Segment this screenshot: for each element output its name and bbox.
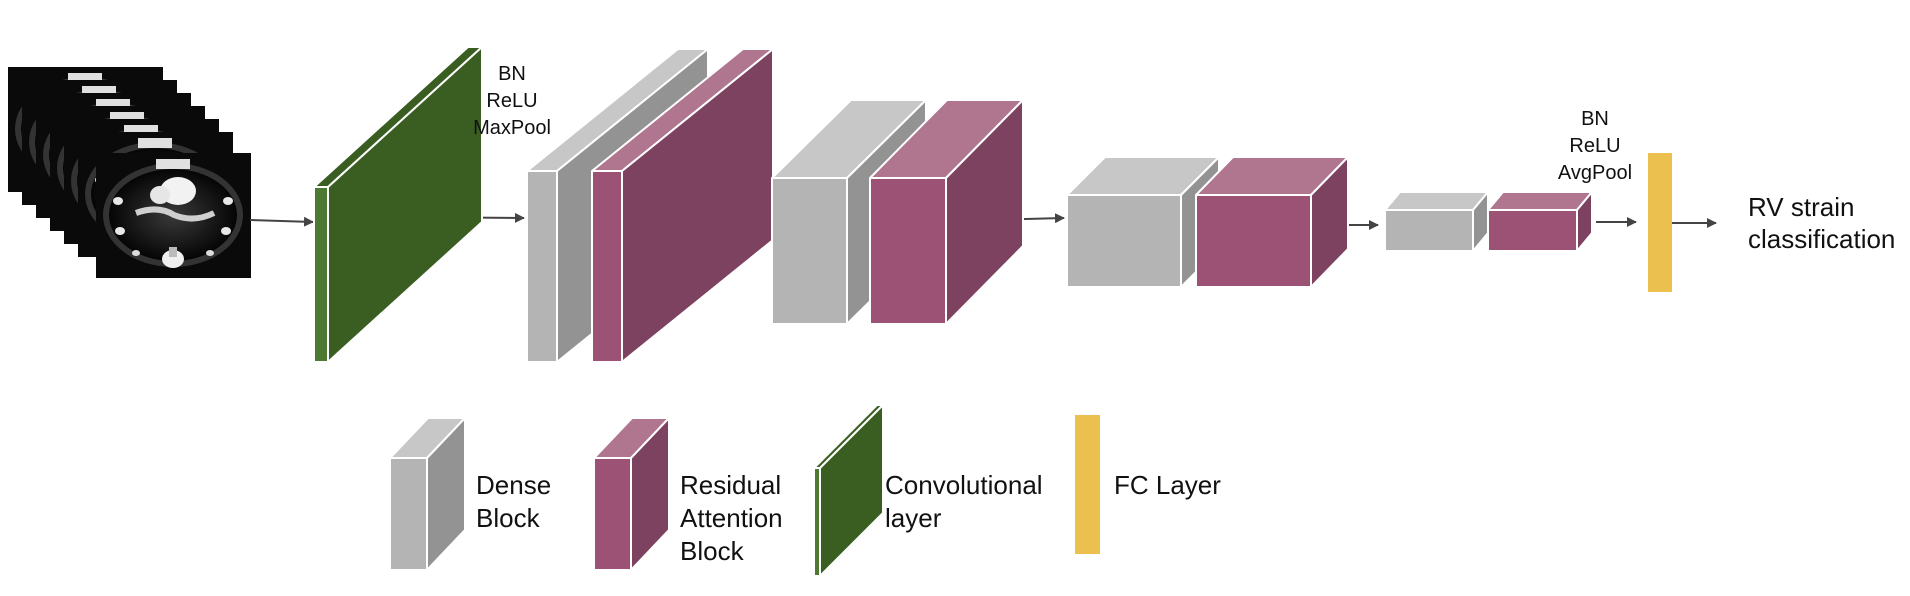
legend-residual-icon: [593, 417, 670, 571]
legend-dense-icon: [389, 417, 466, 571]
legend-labels: Dense Block Residual Attention Block Con…: [476, 470, 1221, 566]
legend-conv-icon: [813, 404, 884, 577]
legend-conv-label-1: Convolutional: [885, 470, 1043, 500]
residual-block-3-front-face: [1195, 194, 1312, 288]
residual-block-1: [591, 48, 774, 363]
arrow-input-to-conv: [249, 216, 314, 227]
conv-layer-block-front-face: [313, 186, 329, 363]
residual-block-2-front-face: [869, 177, 947, 325]
legend-fc-icon: [1075, 415, 1100, 554]
output-label-line-1: RV strain: [1748, 192, 1854, 222]
residual-block-1-front-face: [591, 170, 623, 363]
fc-layer-bar: [1648, 153, 1672, 292]
conv-layer-block: [313, 46, 483, 363]
legend-fc-label: FC Layer: [1114, 470, 1221, 500]
legend-dense-label-1: Dense: [476, 470, 551, 500]
residual-block-4: [1487, 191, 1593, 252]
legend-residual-label-3: Block: [680, 536, 745, 566]
ops-maxpool-label: MaxPool: [473, 117, 551, 139]
dense-block-4-top-face: [1384, 191, 1489, 211]
legend-residual-label-2: Attention: [680, 503, 783, 533]
ops-label-first: BN ReLU MaxPool: [473, 63, 551, 139]
residual-block-4-front-face: [1487, 209, 1578, 252]
ops-avgpool-label: AvgPool: [1558, 162, 1632, 184]
output-label-line-2: classification: [1748, 224, 1895, 254]
dense-block-2-front-face: [771, 177, 848, 325]
ops-bn-label-2: BN: [1581, 108, 1609, 130]
ops-relu-label-2: ReLU: [1569, 135, 1620, 157]
dense-block-4-front-face: [1384, 209, 1474, 252]
residual-block-3: [1195, 156, 1349, 288]
legend-dense-label-2: Block: [476, 503, 541, 533]
legend-dense-icon-front-face: [389, 457, 428, 571]
output-label: RV strain classification: [1748, 192, 1895, 254]
legend: [389, 404, 1100, 577]
residual-block-2: [869, 99, 1024, 325]
ops-bn-label: BN: [498, 63, 526, 85]
network-blocks: [313, 46, 1672, 363]
ops-relu-label: ReLU: [486, 90, 537, 112]
legend-conv-icon-front-face: [813, 467, 821, 577]
legend-conv-label-2: layer: [885, 503, 942, 533]
input-ct-stack: [8, 67, 251, 278]
dense-block-3-front-face: [1066, 194, 1182, 288]
residual-block-4-top-face: [1487, 191, 1593, 211]
ct-slice-front: [96, 153, 251, 278]
dense-block-1-front-face: [526, 170, 558, 363]
conv-layer-block-side-face: [327, 46, 483, 363]
ops-label-second: BN ReLU AvgPool: [1558, 108, 1632, 184]
dense-block-4: [1384, 191, 1489, 252]
legend-residual-icon-front-face: [593, 457, 632, 571]
legend-residual-label-1: Residual: [680, 470, 781, 500]
